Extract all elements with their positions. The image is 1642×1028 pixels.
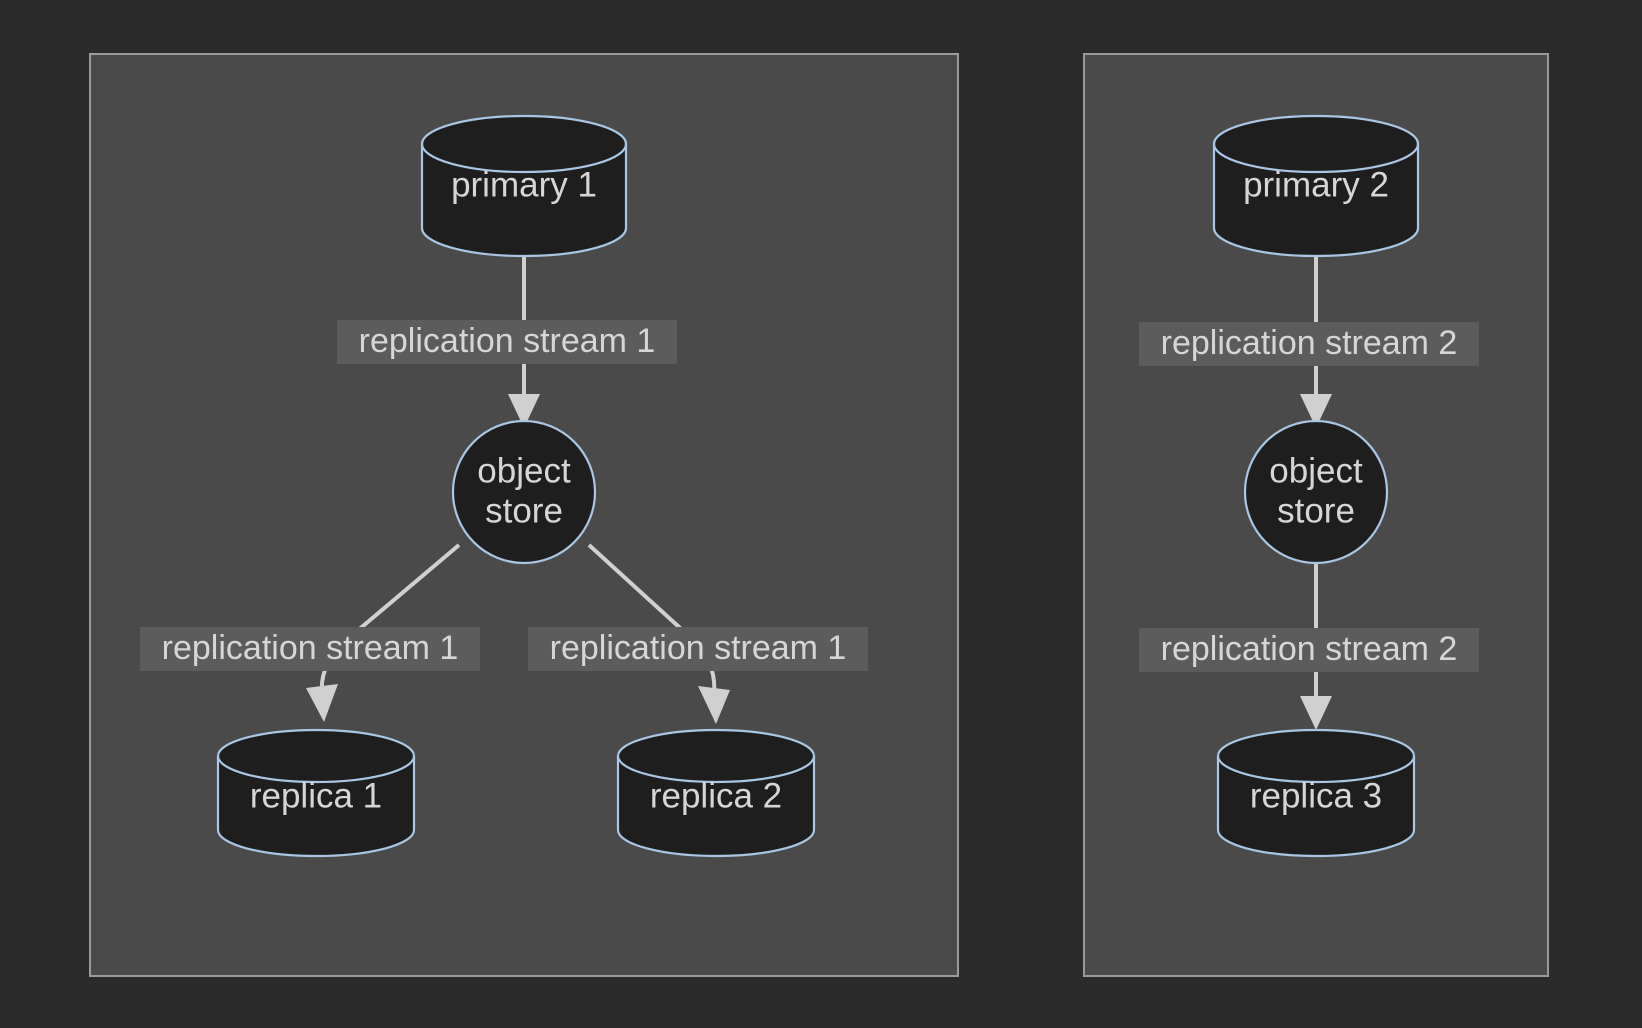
node-object-store-2-label-line2: store bbox=[1277, 491, 1355, 530]
node-object-store-1[interactable]: object store bbox=[451, 419, 597, 565]
node-replica-3-label: replica 3 bbox=[1250, 776, 1382, 815]
arrowhead-icon bbox=[1300, 696, 1332, 730]
arrowhead-icon bbox=[1300, 394, 1332, 428]
edge-label-text: replication stream 2 bbox=[1161, 324, 1458, 362]
node-primary-1[interactable]: primary 1 bbox=[420, 114, 628, 258]
node-replica-1-label: replica 1 bbox=[250, 776, 382, 815]
node-object-store-2-label-line1: object bbox=[1269, 451, 1363, 490]
arrowhead-icon bbox=[698, 686, 730, 724]
arrowhead-icon bbox=[306, 684, 338, 722]
edge-label-background bbox=[337, 320, 677, 364]
edge-label-objectstore1-to-replica2: replication stream 1 bbox=[528, 627, 868, 671]
node-primary-1-label: primary 1 bbox=[451, 165, 597, 204]
node-replica-2[interactable]: replica 2 bbox=[616, 728, 816, 858]
edge-label-text: replication stream 1 bbox=[162, 629, 459, 667]
node-object-store-2[interactable]: object store bbox=[1243, 419, 1389, 565]
node-object-store-1-label-line2: store bbox=[485, 491, 563, 530]
edge-label-text: replication stream 1 bbox=[550, 629, 847, 667]
edge-label-text: replication stream 2 bbox=[1161, 630, 1458, 668]
node-replica-3[interactable]: replica 3 bbox=[1216, 728, 1416, 858]
edge-label-background bbox=[528, 627, 868, 671]
edge-label-objectstore2-to-replica3: replication stream 2 bbox=[1139, 628, 1479, 672]
arrowhead-icon bbox=[508, 394, 540, 428]
node-primary-2-label: primary 2 bbox=[1243, 165, 1389, 204]
edge-label-objectstore1-to-replica1: replication stream 1 bbox=[140, 627, 480, 671]
edge-label-text: replication stream 1 bbox=[359, 322, 656, 360]
node-replica-1[interactable]: replica 1 bbox=[216, 728, 416, 858]
edge-label-background bbox=[1139, 628, 1479, 672]
node-object-store-1-label-line1: object bbox=[477, 451, 571, 490]
edge-label-background bbox=[1139, 322, 1479, 366]
node-replica-2-label: replica 2 bbox=[650, 776, 782, 815]
edge-label-primary1-to-objectstore1: replication stream 1 bbox=[337, 320, 677, 364]
edge-label-background bbox=[140, 627, 480, 671]
edge-label-primary2-to-objectstore2: replication stream 2 bbox=[1139, 322, 1479, 366]
node-primary-2[interactable]: primary 2 bbox=[1212, 114, 1420, 258]
